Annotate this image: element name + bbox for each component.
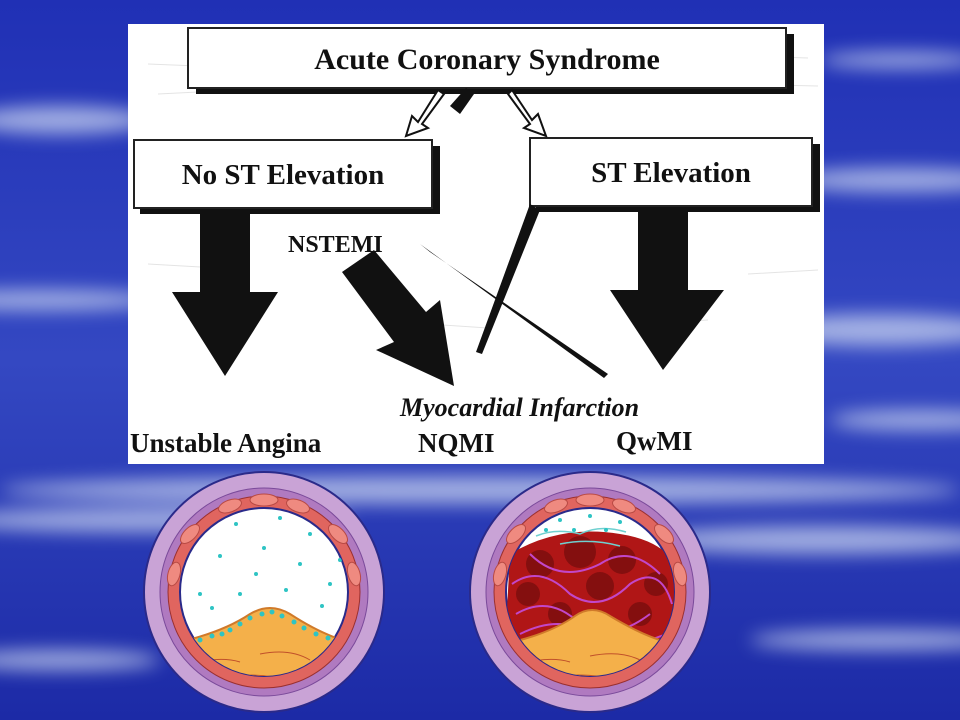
thrombosed-artery-icon xyxy=(469,471,711,713)
st-elevation-box xyxy=(529,137,813,207)
qwmi-label: QwMI xyxy=(616,426,693,456)
acs-flow-diagram: Acute Coronary Syndrome No ST Elevation … xyxy=(128,24,824,464)
myocardial-infarction-label: Myocardial Infarction xyxy=(399,393,639,422)
no-st-elevation-box xyxy=(133,139,433,209)
arrow-top-to-left xyxy=(404,88,446,138)
artery-cross-section-icon xyxy=(143,471,385,713)
acs-label: Acute Coronary Syndrome xyxy=(314,43,660,76)
arrow-nstemi-to-nqmi xyxy=(342,250,454,386)
nstemi-to-qwmi-spike xyxy=(420,244,608,378)
no-st-elevation-label: No ST Elevation xyxy=(182,159,385,191)
acs-box xyxy=(187,27,787,89)
unstable-angina-label: Unstable Angina xyxy=(130,428,322,458)
arrow-to-qwmi xyxy=(610,210,724,370)
artery-illustrations xyxy=(143,471,711,713)
arrow-top-to-right xyxy=(506,88,548,138)
nstemi-label: NSTEMI xyxy=(288,232,383,258)
st-elevation-label: ST Elevation xyxy=(591,157,751,189)
zigzag-top xyxy=(450,88,474,114)
nqmi-label: NQMI xyxy=(418,428,495,458)
st-to-nqmi-arrow xyxy=(476,204,540,354)
arrow-to-unstable-angina xyxy=(172,210,278,376)
